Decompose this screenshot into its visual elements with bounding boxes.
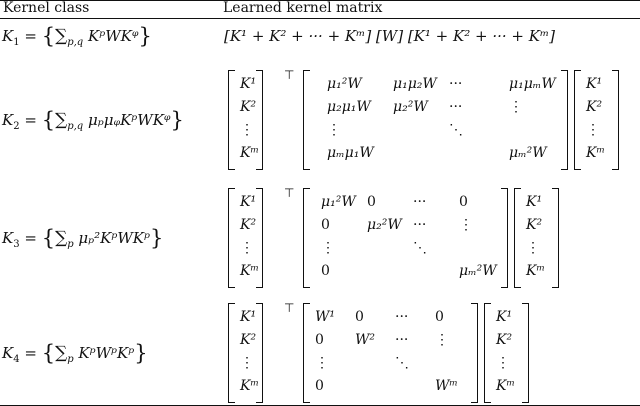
middle-matrix-entry: ⋱ xyxy=(395,355,409,371)
middle-matrix-entry: Wᵐ xyxy=(435,378,458,394)
k-vector-entry: ⋮ xyxy=(240,355,254,371)
k-vector2-entry: Kᵐ xyxy=(496,378,516,394)
middle-matrix-entry: ⋱ xyxy=(413,240,427,256)
kernel-class-1: K1 = {∑p,q KᵖWKᵠ} xyxy=(2,24,152,48)
middle-matrix-entry: 0 xyxy=(321,217,330,233)
k-vector-left-bracket xyxy=(228,70,235,170)
k-vector-entry: ⋮ xyxy=(240,240,254,256)
k-vector-entry: K¹ xyxy=(240,76,257,92)
middle-matrix-entry: ⋮ xyxy=(315,355,329,371)
middle-matrix-entry: 0 xyxy=(367,194,376,210)
k-vector-entry: K¹ xyxy=(240,309,257,325)
middle-matrix-left-bracket xyxy=(303,303,310,403)
middle-matrix-right-bracket xyxy=(471,303,478,403)
middle-matrix-entry: 0 xyxy=(315,332,324,348)
k-vector-entry: Kᵐ xyxy=(240,378,260,394)
middle-matrix-right-bracket xyxy=(501,188,508,288)
middle-matrix-entry: ⋮ xyxy=(321,240,335,256)
k-vector2-entry: Kᵐ xyxy=(526,263,546,279)
middle-matrix-entry: μ₂μ₁W xyxy=(327,99,371,115)
middle-matrix-entry: μ₁μₘW xyxy=(509,76,556,92)
k-vector2-left-bracket xyxy=(484,303,491,403)
k-vector-entry: Kᵐ xyxy=(240,145,260,161)
middle-matrix-entry: 0 xyxy=(459,194,468,210)
transpose-symbol: ⊤ xyxy=(284,186,295,200)
header-learned-kernel-matrix: Learned kernel matrix xyxy=(223,0,383,16)
k-vector2-left-bracket xyxy=(514,188,521,288)
k-vector2-entry: ⋮ xyxy=(526,240,540,256)
middle-matrix-entry: μ₁²W xyxy=(327,76,362,92)
k-vector2-entry: K¹ xyxy=(496,309,513,325)
k-vector2-entry: ⋮ xyxy=(586,122,600,138)
k-vector-entry: Kᵐ xyxy=(240,263,260,279)
k-vector2-entry: K² xyxy=(496,332,513,348)
kernel-class-3: K3 = {∑p μₚ²KᵖWKᵖ} xyxy=(2,226,164,250)
middle-matrix-entry: ⋱ xyxy=(449,122,463,138)
middle-matrix-entry: 0 xyxy=(321,263,330,279)
header-rule xyxy=(0,18,640,19)
k-vector-right-bracket xyxy=(256,188,263,288)
k-vector2-entry: ⋮ xyxy=(496,355,510,371)
middle-matrix-entry: ⋮ xyxy=(327,122,341,138)
k-vector-entry: K² xyxy=(240,217,257,233)
k-vector2-right-bracket xyxy=(552,188,559,288)
k-vector2-entry: K¹ xyxy=(526,194,543,210)
k-vector-right-bracket xyxy=(256,303,263,403)
learned-matrix-1: [K¹ + K² + ··· + Kᵐ] [W] [K¹ + K² + ··· … xyxy=(224,27,555,45)
top-rule xyxy=(0,0,640,1)
middle-matrix-entry: 0 xyxy=(355,309,364,325)
middle-matrix-left-bracket xyxy=(303,188,310,288)
k-vector2-left-bracket xyxy=(574,70,581,170)
middle-matrix-entry: ··· xyxy=(449,99,463,115)
k-vector-entry: ⋮ xyxy=(240,122,254,138)
kernel-class-2: K2 = {∑p,q μₚμᵩKᵖWKᵠ} xyxy=(2,108,184,132)
middle-matrix-entry: μ₂²W xyxy=(367,217,402,233)
middle-matrix-entry: ⋮ xyxy=(435,332,449,348)
k-vector-entry: K² xyxy=(240,332,257,348)
middle-matrix-entry: 0 xyxy=(435,309,444,325)
middle-matrix-entry: μₘμ₁W xyxy=(327,145,374,161)
middle-matrix-entry: μ₁μ₂W xyxy=(393,76,437,92)
transpose-symbol: ⊤ xyxy=(284,68,295,82)
k-vector2-entry: Kᵐ xyxy=(586,145,606,161)
k-vector2-entry: K¹ xyxy=(586,76,603,92)
middle-matrix-entry: ··· xyxy=(449,76,463,92)
k-vector-right-bracket xyxy=(256,70,263,170)
k-vector-left-bracket xyxy=(228,303,235,403)
kernel-class-4: K4 = {∑p KᵖWᵖKᵖ} xyxy=(2,341,148,365)
k-vector2-right-bracket xyxy=(522,303,529,403)
k-vector-entry: K² xyxy=(240,99,257,115)
k-vector2-entry: K² xyxy=(526,217,543,233)
middle-matrix-entry: ⋮ xyxy=(509,99,523,115)
middle-matrix-entry: ··· xyxy=(413,194,427,210)
middle-matrix-entry: 0 xyxy=(315,378,324,394)
middle-matrix-entry: μₘ²W xyxy=(459,263,497,279)
middle-matrix-right-bracket xyxy=(561,70,568,170)
middle-matrix-entry: ··· xyxy=(395,332,409,348)
k-vector-left-bracket xyxy=(228,188,235,288)
middle-matrix-left-bracket xyxy=(303,70,310,170)
middle-matrix-entry: μₘ²W xyxy=(509,145,547,161)
transpose-symbol: ⊤ xyxy=(284,301,295,315)
middle-matrix-entry: μ₂²W xyxy=(393,99,428,115)
k-vector2-entry: K² xyxy=(586,99,603,115)
middle-matrix-entry: ⋮ xyxy=(459,217,473,233)
k-vector2-right-bracket xyxy=(612,70,619,170)
middle-matrix-entry: W² xyxy=(355,332,376,348)
middle-matrix-entry: μ₁²W xyxy=(321,194,356,210)
middle-matrix-entry: W¹ xyxy=(315,309,336,325)
header-kernel-class: Kernel class xyxy=(3,0,90,16)
middle-matrix-entry: ··· xyxy=(395,309,409,325)
middle-matrix-entry: ··· xyxy=(413,217,427,233)
k-vector-entry: K¹ xyxy=(240,194,257,210)
label-k: K xyxy=(2,27,14,45)
